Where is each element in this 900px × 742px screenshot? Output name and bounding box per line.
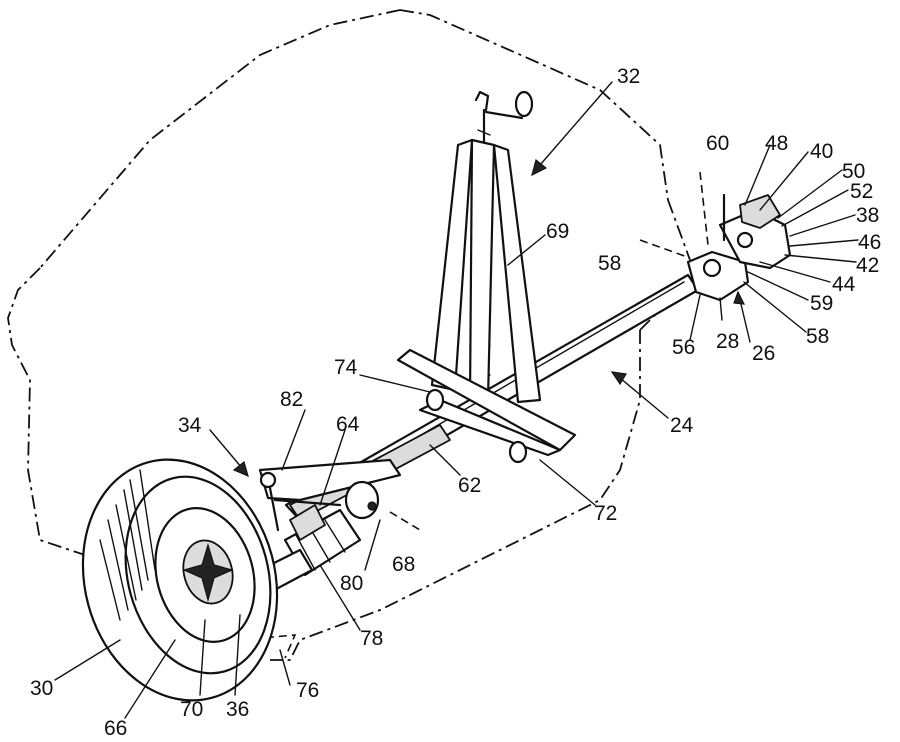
- label-58b: 58: [806, 325, 829, 348]
- leader-26: [740, 300, 750, 342]
- jack-leg-center: [470, 140, 494, 400]
- leader-44: [760, 262, 830, 282]
- leader-82: [282, 410, 305, 470]
- label-74: 74: [334, 356, 358, 379]
- arrowhead-34: [234, 462, 248, 476]
- leader-80: [365, 520, 380, 570]
- label-62: 62: [458, 474, 481, 497]
- jack-crank-knob: [516, 92, 532, 116]
- leader-46: [790, 240, 858, 246]
- phantom-60: [700, 172, 708, 245]
- label-52: 52: [850, 180, 873, 203]
- label-46: 46: [858, 231, 881, 254]
- label-64: 64: [336, 413, 360, 436]
- leader-34: [210, 430, 242, 468]
- jack-leg-right: [494, 145, 540, 402]
- leader-74: [360, 375, 430, 392]
- leader-30: [55, 640, 120, 680]
- leader-62: [430, 445, 460, 475]
- leader-42: [785, 255, 856, 262]
- leader-28: [720, 298, 722, 320]
- label-34: 34: [178, 414, 202, 437]
- label-40: 40: [810, 140, 833, 163]
- label-59: 59: [810, 292, 833, 315]
- label-78: 78: [360, 627, 383, 650]
- leader-24: [620, 378, 668, 418]
- arrowhead-24: [612, 372, 626, 384]
- label-38: 38: [856, 204, 879, 227]
- leader-59: [748, 272, 808, 300]
- label-82: 82: [280, 388, 303, 411]
- label-66: 66: [104, 717, 127, 740]
- jack-caster-left: [427, 390, 443, 410]
- leader-32: [540, 82, 612, 165]
- leader-76: [280, 650, 290, 685]
- label-80: 80: [340, 572, 363, 595]
- label-32: 32: [617, 65, 640, 88]
- leader-58b: [744, 282, 806, 332]
- label-42: 42: [856, 254, 879, 277]
- arrowhead-26: [734, 292, 744, 304]
- label-70: 70: [180, 698, 203, 721]
- label-72: 72: [594, 502, 617, 525]
- label-48: 48: [765, 132, 788, 155]
- label-36: 36: [226, 698, 249, 721]
- label-76: 76: [296, 679, 319, 702]
- arm-pivot: [261, 473, 275, 487]
- label-30: 30: [30, 677, 53, 700]
- label-69: 69: [546, 220, 569, 243]
- label-28: 28: [716, 330, 739, 353]
- arrowhead-32: [532, 160, 546, 175]
- label-60: 60: [706, 132, 729, 155]
- jack-caster-right: [510, 442, 526, 462]
- leader-38: [790, 215, 855, 236]
- jack-stand: [398, 92, 575, 462]
- hitch-bolt: [704, 260, 720, 276]
- hitch-bolt-2: [738, 233, 752, 247]
- phantom-68: [390, 512, 420, 530]
- label-56: 56: [672, 336, 695, 359]
- leader-72: [540, 460, 595, 505]
- label-44: 44: [832, 273, 856, 296]
- actuator-pin: [368, 502, 376, 510]
- label-26: 26: [752, 342, 775, 365]
- label-24: 24: [670, 414, 694, 437]
- leader-56: [690, 295, 700, 340]
- label-68: 68: [392, 553, 415, 576]
- label-58a: 58: [598, 252, 621, 275]
- phantom-58: [640, 240, 690, 258]
- jack-leg-left: [432, 140, 472, 390]
- actuator-end: [346, 482, 378, 518]
